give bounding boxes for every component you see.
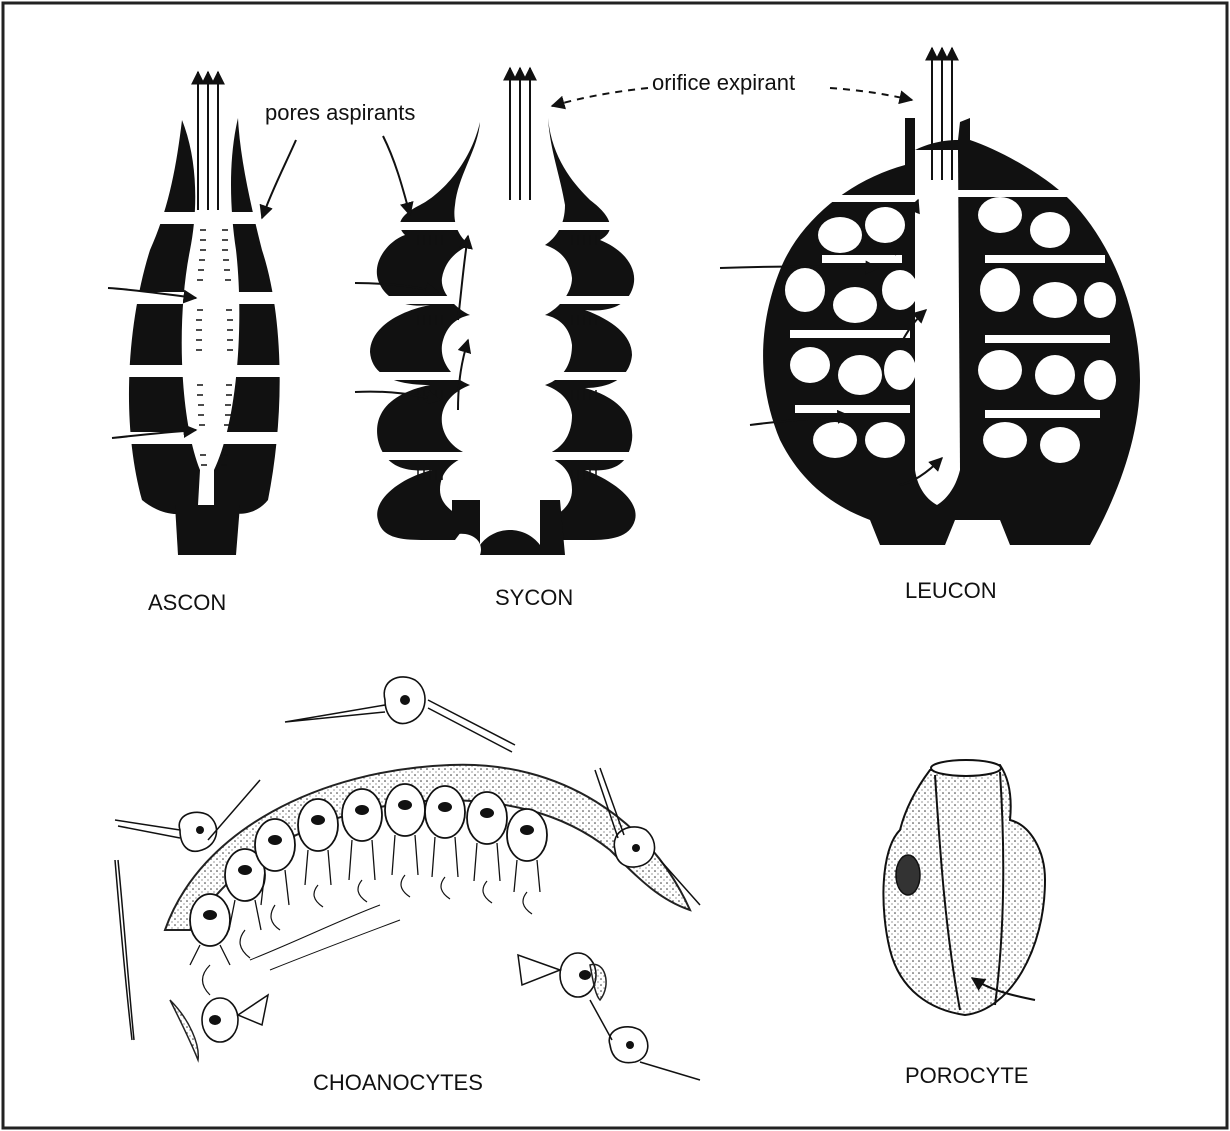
pores-aspirants-label: pores aspirants bbox=[265, 100, 415, 125]
porocyte-diagram bbox=[883, 760, 1045, 1015]
leucon-label: LEUCON bbox=[905, 578, 997, 603]
sycon-label: SYCON bbox=[495, 585, 573, 610]
ascon-diagram bbox=[108, 72, 296, 555]
sycon-diagram bbox=[355, 68, 636, 555]
leucon-diagram bbox=[720, 48, 1140, 545]
porocyte-label: POROCYTE bbox=[905, 1063, 1028, 1088]
ascon-label: ASCON bbox=[148, 590, 226, 615]
orifice-expirant-label: orifice expirant bbox=[652, 70, 795, 95]
choanocytes-diagram bbox=[115, 677, 700, 1080]
choanocytes-label: CHOANOCYTES bbox=[313, 1070, 483, 1095]
